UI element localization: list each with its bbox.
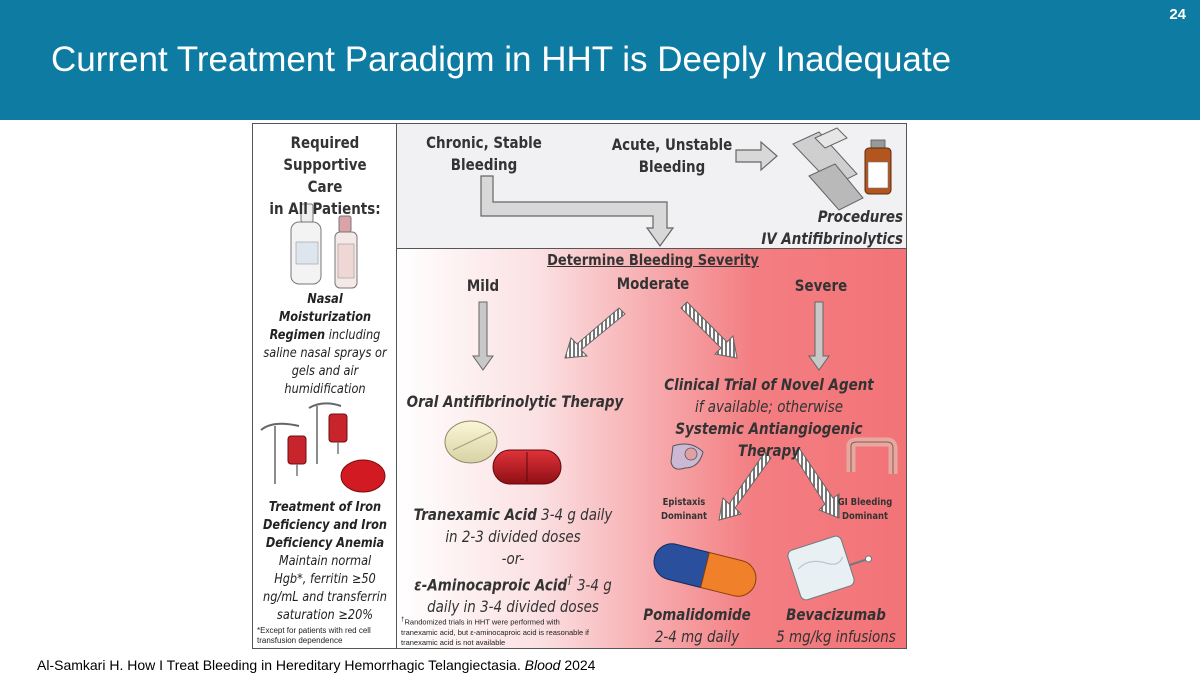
or-separator: -or- [501, 549, 525, 568]
bevacizumab-name: Bevacizumab [786, 605, 886, 624]
aminocaproic-acid-schedule: daily in 3-4 divided doses [427, 597, 599, 617]
epistaxis-arrow [718, 451, 772, 521]
clinical-trial-block: Clinical Trial of Novel Agent if availab… [650, 374, 889, 462]
tranexamic-acid-dose: 3-4 g daily [536, 505, 613, 524]
colon-icon [846, 437, 898, 474]
nasal-text-line-2: saline nasal sprays or [263, 345, 387, 361]
slide-citation: Al-Samkari H. How I Treat Bleeding in He… [37, 657, 595, 673]
supportive-care-panel [253, 124, 397, 648]
moderate-left-arrow [564, 307, 626, 359]
aminocaproic-acid-mark: † [567, 573, 573, 588]
acute-line-1: Acute, Unstable [611, 135, 733, 154]
footnote-line-1: *Except for patients with red cell [257, 626, 371, 635]
note-line-2: tranexamic acid, but ε-aminocaproic acid… [401, 627, 590, 637]
severity-heading: Determine Bleeding Severity [547, 251, 759, 269]
epistaxis-dominant-label: Epistaxis Dominant [655, 496, 714, 524]
gi-dominant-label: GI Bleeding Dominant [833, 496, 897, 524]
nasal-title-line-2: Regimen [269, 327, 326, 343]
pomalidomide-capsule-icon [653, 543, 757, 597]
gi-line-1: GI Bleeding [837, 497, 893, 508]
severe-arrow [808, 301, 830, 371]
supportive-care-heading: Required Supportive Care in All Patients… [265, 132, 386, 220]
antiangiogenic-line: Systemic Antiangiogenic Therapy [675, 419, 863, 460]
chronic-bleeding-label: Chronic, Stable Bleeding [421, 132, 547, 176]
supportive-heading-line-3: in All Patients: [269, 199, 381, 218]
iron-title-line-3: Deficiency Anemia [265, 535, 385, 551]
blood-transfusion-bags-icon [260, 402, 386, 493]
procedures-line: Procedures [817, 207, 903, 226]
randomized-trials-note: †Randomized trials in HHT were performed… [401, 615, 631, 648]
slide-header: 24 Current Treatment Paradigm in HHT is … [0, 0, 1200, 120]
supportive-heading-line-2: Supportive Care [283, 155, 367, 196]
aminocaproic-acid-name: ε-Aminocaproic Acid [414, 575, 568, 595]
oral-therapy-dosing: Tranexamic Acid 3-4 g daily in 2-3 divid… [395, 504, 630, 618]
tranexamic-acid-schedule: in 2-3 divided doses [445, 527, 581, 546]
chronic-line-1: Chronic, Stable [426, 133, 542, 152]
iron-treatment-text: Treatment of Iron Deficiency and Iron De… [259, 498, 390, 624]
mild-label: Mild [466, 276, 500, 295]
epistaxis-line-1: Epistaxis [662, 497, 706, 508]
gi-arrow [792, 447, 840, 519]
figure-artwork [260, 127, 898, 601]
iron-text-line-2: Hgb*, ferritin ≥50 [274, 571, 376, 587]
treatment-figure: Required Supportive Care in All Patients… [252, 123, 907, 649]
oral-pills-icon [444, 420, 562, 485]
chronic-line-2: Bleeding [450, 155, 518, 174]
chronic-to-severity-arrow [480, 175, 675, 248]
acute-to-procedures-arrow [735, 140, 778, 172]
bevacizumab-dose: 5 mg/kg infusions [776, 627, 896, 646]
bevacizumab-block: Bevacizumab 5 mg/kg infusions [773, 604, 899, 648]
gi-line-2: Dominant [841, 511, 889, 522]
note-line-3: tranexamic acid is not available [401, 637, 506, 647]
nasal-regimen-text: Nasal Moisturization Regimen including s… [259, 290, 390, 398]
iron-text-line-3: ng/mL and transferrin [263, 589, 387, 605]
mild-arrow [472, 301, 494, 371]
slide-number: 24 [1169, 6, 1186, 23]
pomalidomide-name: Pomalidomide [643, 605, 751, 624]
acute-bleeding-label: Acute, Unstable Bleeding [609, 134, 735, 178]
nasal-text-line-1: including [325, 327, 381, 343]
clinical-trial-line: Clinical Trial of Novel Agent [664, 375, 874, 394]
pomalidomide-dose: 2-4 mg daily [654, 627, 740, 646]
note-line-1: Randomized trials in HHT were performed … [404, 617, 560, 627]
slide-title: Current Treatment Paradigm in HHT is Dee… [51, 40, 952, 79]
procedure-device-icon [792, 127, 864, 211]
oral-therapy-title: Oral Antifibrinolytic Therapy [406, 392, 624, 411]
nasal-title-line-1: Nasal Moisturization [278, 291, 372, 325]
citation-text: Al-Samkari H. How I Treat Bleeding in He… [37, 657, 525, 673]
citation-year: 2024 [560, 657, 596, 673]
citation-journal: Blood [524, 657, 561, 673]
moderate-label: Moderate [616, 274, 690, 293]
iron-footnote: *Except for patients with red cell trans… [257, 626, 397, 646]
nose-icon [670, 443, 704, 470]
iv-antifibrinolytics-line: IV Antifibrinolytics [761, 229, 903, 248]
nasal-text-line-4: humidification [284, 381, 366, 397]
footnote-line-2: transfusion dependence [257, 636, 343, 645]
iv-vial-icon [864, 139, 892, 195]
aminocaproic-acid-dose: 3-4 g [572, 575, 612, 595]
otherwise-line: if available; otherwise [694, 397, 843, 416]
acute-line-2: Bleeding [638, 157, 706, 176]
pomalidomide-block: Pomalidomide 2-4 mg daily [638, 604, 756, 648]
tranexamic-acid-name: Tranexamic Acid [413, 505, 537, 524]
iron-title-line-2: Deficiency and Iron [263, 517, 387, 533]
iron-title-line-1: Treatment of Iron [268, 499, 382, 515]
iron-text-line-4: saturation ≥20% [276, 607, 374, 623]
procedures-label: Procedures IV Antifibrinolytics [735, 206, 903, 250]
note-mark: † [401, 616, 405, 623]
nasal-spray-bottles-icon [290, 203, 358, 289]
nasal-text-line-3: gels and air [291, 363, 359, 379]
moderate-right-arrow [680, 301, 738, 359]
bevacizumab-iv-bag-icon [787, 535, 873, 601]
severe-label: Severe [794, 276, 848, 295]
supportive-heading-line-1: Required [290, 133, 360, 152]
iron-text-line-1: Maintain normal [278, 553, 372, 569]
epistaxis-line-2: Dominant [660, 511, 708, 522]
